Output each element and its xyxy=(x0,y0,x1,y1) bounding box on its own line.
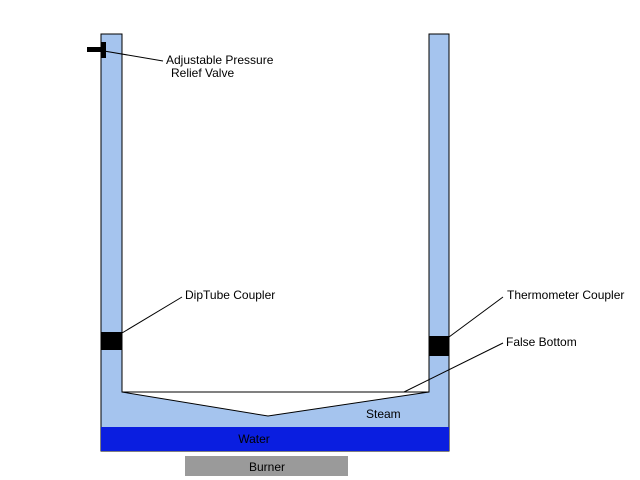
thermometer-leader xyxy=(448,296,504,338)
steam-label: Steam xyxy=(366,407,401,421)
thermometer-coupler xyxy=(429,336,449,356)
diptube-leader xyxy=(121,296,183,334)
relief-valve-handle xyxy=(87,47,105,52)
false-bottom-label: False Bottom xyxy=(506,335,577,349)
burner xyxy=(185,456,348,476)
false-bottom xyxy=(121,391,430,417)
burner-label: Burner xyxy=(249,460,285,474)
relief-valve-label-line2: Relief Valve xyxy=(171,66,234,80)
thermometer-coupler-label: Thermometer Coupler xyxy=(507,288,624,302)
water-label: Water xyxy=(238,432,270,446)
vessel-wall xyxy=(100,33,450,452)
relief-valve-label-line1: Adjustable Pressure xyxy=(166,53,274,67)
false-bottom-leader xyxy=(403,342,504,393)
relief-valve-stem xyxy=(101,42,106,58)
diptube-coupler xyxy=(101,332,122,350)
water-layer xyxy=(101,427,449,451)
relief-valve-leader xyxy=(103,50,164,62)
diptube-coupler-label: DipTube Coupler xyxy=(185,288,275,302)
